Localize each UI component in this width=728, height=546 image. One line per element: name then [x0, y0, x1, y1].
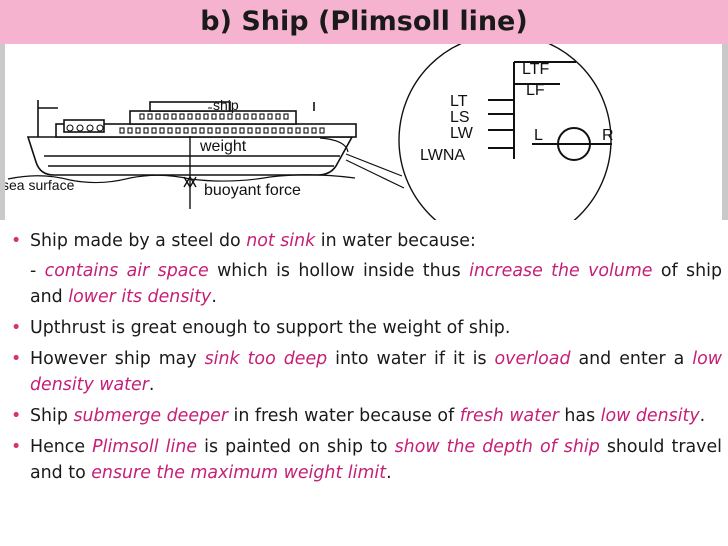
label-ship: ship [213, 97, 239, 113]
label-r: R [602, 127, 614, 144]
title-bar [0, 0, 728, 44]
figure-left-border [0, 44, 5, 220]
label-lw: LW [450, 125, 474, 142]
label-sea-surface: sea surface [2, 177, 75, 193]
label-buoyant-force: buoyant force [204, 182, 301, 199]
bullet-list: Ship made by a steel do not sink in wate… [10, 228, 722, 491]
bullet-air-space: - contains air space which is hollow ins… [30, 261, 722, 307]
figure-right-border [722, 44, 728, 220]
bullet-steel-ship: Ship made by a steel do not sink in wate… [10, 228, 722, 254]
label-ls: LS [450, 109, 470, 126]
label-lf: LF [526, 82, 545, 99]
bullet-overload: However ship may sink too deep into wate… [10, 346, 722, 398]
slide-title: b) Ship (Plimsoll line) [200, 6, 528, 37]
ship-diagram: ship weight sea surface buoyant force LT… [0, 44, 728, 220]
label-lt: LT [450, 93, 468, 110]
bullet-fresh-water: Ship submerge deeper in fresh water beca… [10, 403, 722, 429]
ship-diagram-svg: ship weight sea surface buoyant force LT… [2, 44, 614, 220]
label-ltf: LTF [522, 61, 549, 78]
bullet-upthrust: Upthrust is great enough to support the … [10, 315, 722, 341]
label-l: L [534, 127, 543, 144]
label-weight: weight [199, 138, 247, 155]
label-lwna: LWNA [420, 147, 465, 164]
bullet-plimsoll-line: Hence Plimsoll line is painted on ship t… [10, 434, 722, 486]
